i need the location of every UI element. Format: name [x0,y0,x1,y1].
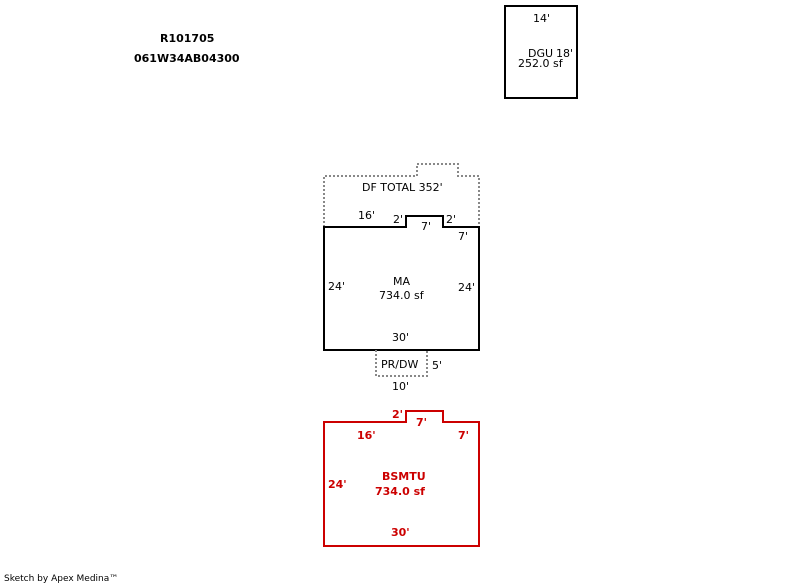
dgu-outline [504,5,578,99]
ma-dim-notch-top: 7' [421,220,432,233]
bsmtu-outline [323,410,480,547]
dgu-dim-top: 14' [533,12,551,25]
bsmtu-dim-notch-left: 2' [392,408,404,421]
ma-dim-notch-left: 2' [393,213,404,226]
ma-dim-bottom: 30' [392,331,410,344]
ma-label: MA [393,275,411,288]
ma-dim-top-left: 16' [358,209,376,222]
bsmtu-area: 734.0 sf [375,485,425,498]
ma-dim-right: 24' [458,281,476,294]
dgu-area: 252.0 sf [518,57,563,70]
map-number: 061W34AB04300 [134,52,240,65]
prdw-outline [375,350,428,377]
prdw-label: PR/DW [381,358,419,371]
ma-dim-top-right: 7' [458,230,469,243]
sketch-credit: Sketch by Apex Medina™ [4,574,119,584]
prdw-dim-bottom: 10' [392,380,410,393]
bsmtu-dim-top-right: 7' [458,429,470,442]
parcel-id: R101705 [160,32,215,45]
bsmtu-dim-left: 24' [328,478,347,491]
df-label: DF TOTAL 352' [362,181,443,194]
bsmtu-label: BSMTU [382,470,426,483]
bsmtu-dim-bottom: 30' [391,526,410,539]
bsmtu-dim-notch-top: 7' [416,416,428,429]
ma-dim-left: 24' [328,280,346,293]
ma-dim-notch-right: 2' [446,213,457,226]
dgu-label: DGU [528,47,554,60]
bsmtu-dim-top-left: 16' [357,429,376,442]
dgu-dim-right: 18' [556,47,574,60]
df-outline [323,163,480,227]
prdw-dim-right: 5' [432,359,443,372]
ma-area: 734.0 sf [379,289,424,302]
